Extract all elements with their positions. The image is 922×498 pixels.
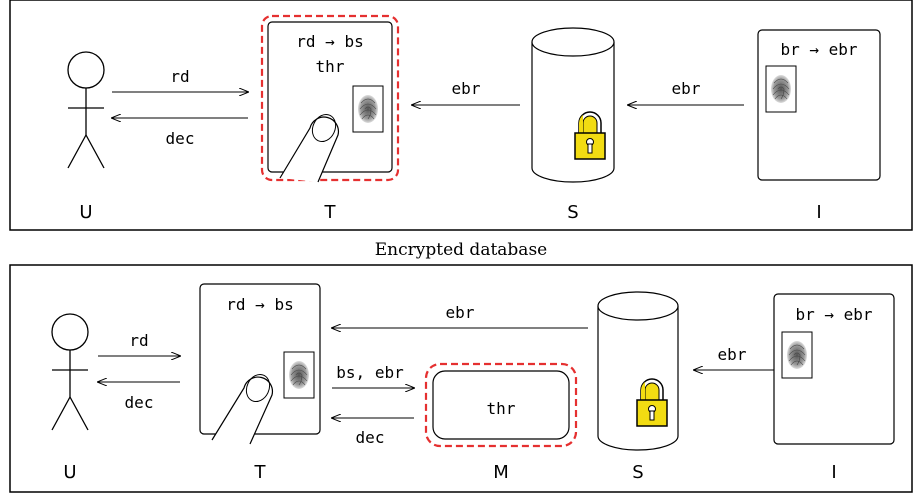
top-label-i: I — [816, 202, 821, 223]
module-device — [432, 370, 570, 440]
issuer-fingerprint-icon — [770, 74, 792, 104]
user-stick-figure-icon-2 — [51, 313, 89, 431]
padlock-icon-2 — [636, 378, 668, 427]
bottom-label-s: S — [632, 462, 643, 483]
label-rd: rd — [170, 67, 189, 86]
bottom-label-t: T — [254, 462, 267, 483]
label-dec-m: dec — [356, 428, 385, 447]
fingerprint-icon — [357, 94, 379, 124]
label-ebr-s-to-t-2: ebr — [446, 303, 475, 322]
bottom-label-i: I — [831, 462, 836, 483]
label-dec-2: dec — [125, 393, 154, 412]
fingerprint-icon-2 — [288, 360, 310, 390]
top-label-t: T — [324, 202, 337, 223]
top-label-s: S — [567, 202, 578, 223]
terminal-highlight — [260, 14, 400, 182]
issuer-line-2: br → ebr — [795, 305, 872, 324]
issuer-fingerprint-icon-2 — [786, 340, 808, 370]
label-rd-2: rd — [129, 331, 148, 350]
module-text: thr — [487, 399, 516, 418]
bottom-label-m: M — [493, 462, 509, 483]
module-highlight — [424, 362, 578, 448]
label-bs-ebr: bs, ebr — [336, 363, 404, 382]
label-ebr-s-to-t: ebr — [452, 79, 481, 98]
terminal-line-2: thr — [316, 57, 345, 76]
terminal-device — [267, 21, 393, 173]
top-panel-frame — [9, 0, 913, 231]
figure-caption: Encrypted database — [374, 240, 548, 260]
finger-icon-2 — [211, 373, 274, 445]
issuer-line: br → ebr — [780, 40, 857, 59]
terminal-line-bottom: rd → bs — [226, 295, 293, 314]
label-dec: dec — [166, 129, 195, 148]
bottom-label-u: U — [63, 462, 76, 483]
terminal-line-1: rd → bs — [296, 32, 363, 51]
bottom-panel-frame — [9, 264, 913, 493]
label-ebr-i-to-s: ebr — [672, 79, 701, 98]
top-label-u: U — [79, 202, 92, 223]
user-stick-figure-icon — [67, 51, 105, 169]
label-ebr-i-to-s-2: ebr — [718, 345, 747, 364]
finger-icon — [279, 113, 340, 183]
padlock-icon — [574, 111, 606, 160]
